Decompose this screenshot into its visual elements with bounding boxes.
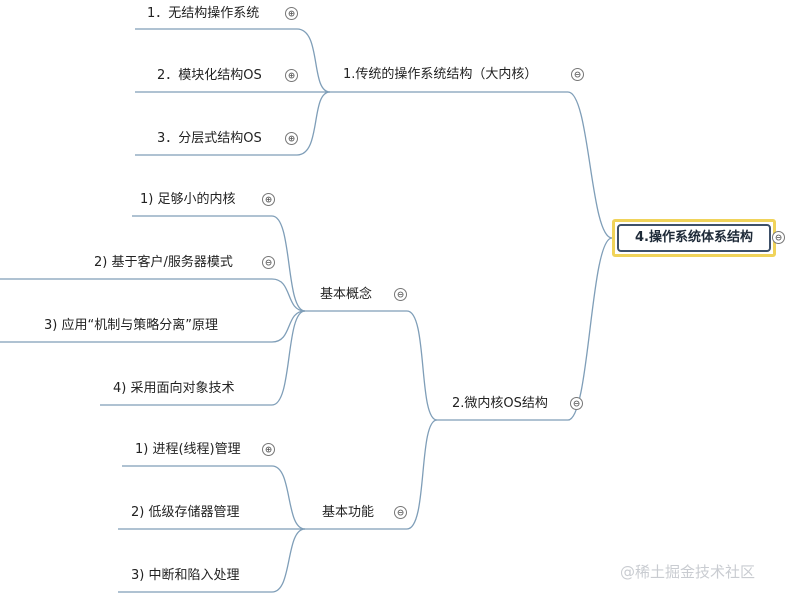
link-concepts-4	[100, 310, 306, 406]
collapse-toggle-icon[interactable]: ⊖	[570, 397, 583, 410]
mechanism-policy-node[interactable]: 3) 应用“机制与策略分离”原理	[44, 318, 218, 333]
link-root-traditional	[567, 91, 613, 239]
interrupt-handling-node[interactable]: 3) 中断和陷入处理	[131, 568, 240, 583]
client-server-node[interactable]: 2) 基于客户/服务器模式	[94, 255, 233, 270]
root-node[interactable]: 4.操作系统体系结构	[617, 224, 771, 252]
storage-management-node[interactable]: 2) 低级存储器管理	[131, 505, 240, 520]
basic-functions-node[interactable]: 基本功能	[322, 505, 375, 520]
expand-toggle-icon[interactable]: ⊕	[285, 69, 298, 82]
expand-toggle-icon[interactable]: ⊕	[285, 7, 298, 20]
expand-toggle-icon[interactable]: ⊕	[262, 193, 275, 206]
watermark-text: @稀土掘金技术社区	[620, 563, 756, 581]
expand-toggle-icon[interactable]: ⊕	[262, 443, 275, 456]
process-management-node[interactable]: 1) 进程(线程)管理	[135, 442, 241, 457]
traditional-structure-node[interactable]: 1.传统的操作系统结构（大内核）	[343, 67, 538, 82]
link-micro-functions	[305, 419, 438, 530]
link-traditional-3	[135, 91, 331, 156]
link-functions-1	[122, 465, 306, 530]
collapse-toggle-icon[interactable]: ⊖	[262, 256, 275, 269]
expand-toggle-icon[interactable]: ⊕	[285, 132, 298, 145]
collapse-toggle-icon[interactable]: ⊖	[571, 68, 584, 81]
basic-concepts-node[interactable]: 基本概念	[320, 287, 373, 302]
link-concepts-3	[0, 310, 306, 343]
link-concepts-2	[0, 278, 306, 312]
link-root-microkernel	[567, 237, 613, 421]
layered-os-node[interactable]: 3．分层式结构OS	[157, 131, 262, 146]
collapse-toggle-icon[interactable]: ⊖	[772, 231, 785, 244]
unstructured-os-node[interactable]: 1．无结构操作系统	[147, 6, 260, 21]
object-oriented-node[interactable]: 4) 采用面向对象技术	[113, 381, 235, 396]
link-functions-3	[118, 528, 306, 593]
link-micro-concepts	[305, 310, 438, 421]
modular-os-node[interactable]: 2．模块化结构OS	[157, 68, 262, 83]
microkernel-node[interactable]: 2.微内核OS结构	[452, 396, 548, 411]
link-traditional-1	[135, 28, 331, 93]
small-kernel-node[interactable]: 1) 足够小的内核	[140, 192, 236, 207]
collapse-toggle-icon[interactable]: ⊖	[394, 506, 407, 519]
collapse-toggle-icon[interactable]: ⊖	[394, 288, 407, 301]
link-concepts-1	[132, 215, 306, 312]
